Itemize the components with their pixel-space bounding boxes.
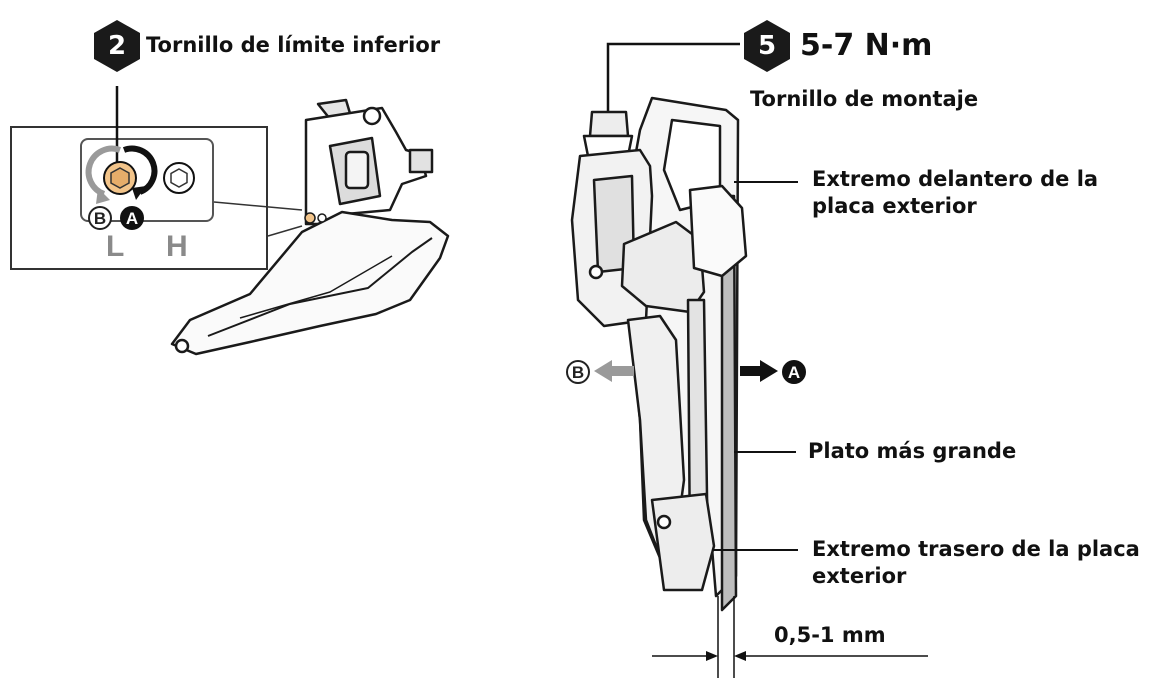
step-5-leader [606, 42, 740, 112]
outer-plate-front-label: Extremo delantero de la placa exterior [812, 167, 1099, 218]
high-limit-screw-icon [163, 162, 195, 194]
clearance-label: 0,5-1 mm [774, 623, 886, 647]
mounting-bolt-label: Tornillo de montaje [750, 87, 979, 111]
low-limit-screw-icon [103, 161, 137, 195]
direction-marker-a: A [782, 360, 806, 384]
step-2-number: 2 [107, 31, 127, 61]
arrow-right-icon [740, 360, 778, 382]
step-5-number: 5 [757, 31, 777, 61]
detail-leader-top [213, 201, 303, 211]
torque-value: 5-7 N·m [800, 28, 933, 63]
high-letter: H [166, 230, 188, 263]
step-5-badge: 5 [744, 20, 790, 72]
rotate-arrow-a [122, 145, 158, 195]
step-2-label: Tornillo de límite inferior [146, 33, 441, 57]
largest-chainring-label: Plato más grande [808, 439, 1017, 463]
arrow-left-icon [594, 360, 634, 382]
marker-a-detail: A [120, 206, 144, 230]
front-derailleur-small [170, 98, 450, 356]
step-2-badge: 2 [94, 20, 140, 72]
direction-marker-b: B [566, 360, 590, 384]
detail-leader-bottom [267, 225, 303, 237]
front-derailleur-large [570, 96, 748, 612]
low-letter: L [106, 230, 125, 263]
rotate-arrow-b [85, 145, 122, 197]
outer-plate-rear-label: Extremo trasero de la placa exterior [812, 537, 1140, 588]
marker-b-detail: B [88, 206, 112, 230]
